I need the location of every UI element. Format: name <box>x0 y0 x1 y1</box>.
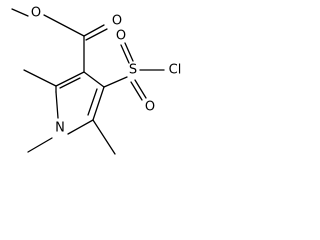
pyrrole-ring-bonds <box>55 71 105 135</box>
bond-s-o-right-a <box>134 79 147 99</box>
atom-label-ester-oxygen: O <box>31 6 41 21</box>
atom-label-ring-nitrogen: N <box>55 121 65 136</box>
bond-c3-c2-double-outer <box>55 71 85 87</box>
bond-c5-methyl <box>92 119 116 155</box>
bond-carbonyl-double-b <box>85 28 108 41</box>
ester-group-bonds <box>11 8 108 73</box>
bond-c4-sulfur <box>103 76 128 88</box>
bond-s-o-right-b <box>130 81 143 101</box>
bond-c2-methyl <box>23 69 57 87</box>
atom-label-carbonyl-oxygen: O <box>112 14 122 29</box>
bond-c2-n1-lower <box>55 91 59 119</box>
ring-methyl-bonds <box>23 69 116 155</box>
atom-label-sulfur: S <box>129 63 137 78</box>
atom-label-sulfonyl-oxygen-right: O <box>145 100 155 115</box>
bond-n1-methyl <box>27 137 53 153</box>
bond-carbonyl-double-a <box>83 24 105 37</box>
bond-ester-oxygen-to-carbonyl-carbon <box>43 14 85 37</box>
bond-methyl-to-ester-oxygen <box>11 8 29 17</box>
bond-c5-c4-double-outer <box>92 86 105 121</box>
bond-c4-c3 <box>83 71 105 88</box>
bond-c3-c2-double-inner <box>59 77 81 89</box>
bond-s-o-left-a <box>120 44 130 64</box>
bond-s-o-left-b <box>124 42 134 62</box>
atom-label-sulfonyl-oxygen-left: O <box>116 29 126 44</box>
sulfonyl-chloride-bonds <box>103 42 165 101</box>
bond-c5-c4-double-inner <box>87 88 98 116</box>
bond-n1-c5 <box>67 119 94 135</box>
chemical-structure-diagram: O O N O S Cl O <box>11 6 182 155</box>
atom-label-chlorine: Cl <box>169 63 182 78</box>
